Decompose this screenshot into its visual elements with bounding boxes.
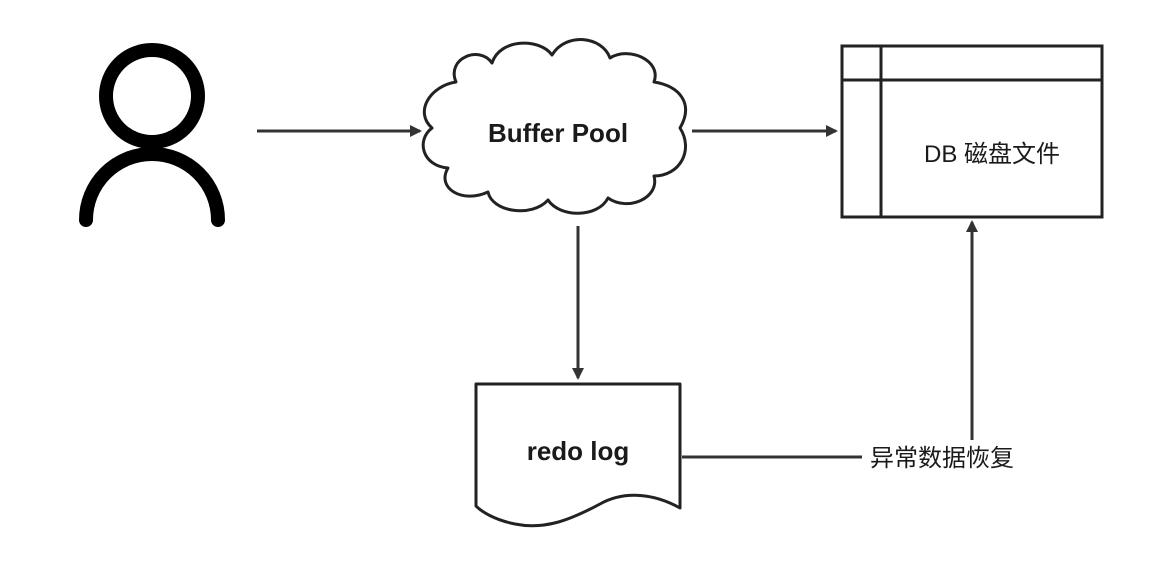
user-icon <box>79 43 225 227</box>
redo-log-label: redo log <box>527 436 630 466</box>
buffer-pool-cloud-shape <box>421 38 687 215</box>
db-file-frame <box>840 44 1104 219</box>
recovery-edge-path <box>682 220 978 459</box>
redo-log-node[interactable]: redo log <box>474 382 682 528</box>
recovery-edge-label-bg <box>862 440 1022 474</box>
recovery-edge-label: 异常数据恢复 <box>870 445 1014 472</box>
redo-log-document-shape <box>474 382 682 528</box>
buffer-pool-label: Buffer Pool <box>488 118 628 148</box>
buffer-pool-node[interactable]: Buffer Pool <box>421 38 687 215</box>
recovery-edge: 异常数据恢复 <box>682 220 1022 474</box>
db-file-node[interactable]: DB 磁盘文件 <box>840 44 1104 219</box>
db-file-label: DB 磁盘文件 <box>924 141 1060 168</box>
